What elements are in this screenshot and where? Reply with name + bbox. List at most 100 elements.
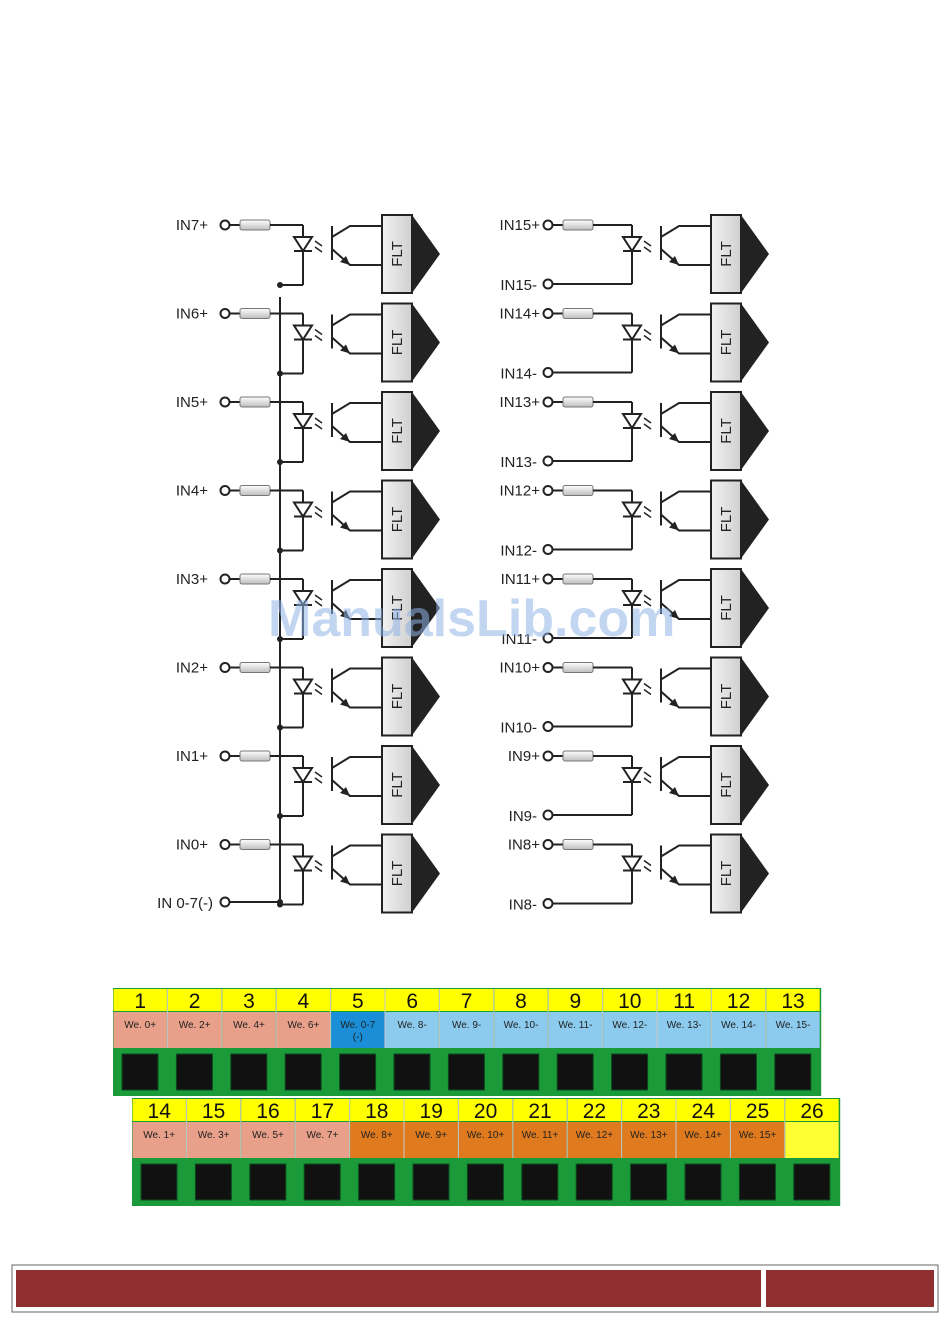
input-minus-label: IN14- bbox=[500, 366, 537, 383]
input-plus-label: IN10+ bbox=[500, 660, 541, 677]
transistor-emitter bbox=[660, 867, 711, 886]
terminal-node bbox=[542, 721, 554, 732]
terminal-strips: 1We. 0+2We. 2+3We. 4+4We. 6+5We. 0-7(-)6… bbox=[113, 988, 841, 1206]
input-channel: FLT bbox=[292, 391, 440, 471]
terminal-label-cell bbox=[766, 1012, 820, 1048]
terminal-screw-hole bbox=[556, 1053, 594, 1091]
input-channel: FLT bbox=[292, 479, 440, 560]
terminal-screw-hole bbox=[194, 1163, 232, 1201]
emitter-arrow-icon bbox=[669, 787, 679, 796]
terminal-screw-hole bbox=[611, 1053, 649, 1091]
emitter-arrow-icon bbox=[669, 521, 679, 531]
input-minus-label: IN12- bbox=[500, 543, 537, 560]
terminal-label-cell bbox=[276, 1012, 331, 1048]
input-minus-label: IN13- bbox=[500, 454, 537, 471]
emitter-arrow-icon bbox=[669, 433, 679, 442]
led-diode-icon bbox=[292, 413, 314, 430]
input-plus-label: IN9+ bbox=[508, 748, 540, 765]
resistor bbox=[239, 750, 271, 762]
terminal-number-cell bbox=[494, 989, 548, 1011]
right-input-circuits: IN15+IN15-FLTIN14+IN14-FLTIN13+IN13-FLTI… bbox=[500, 214, 769, 914]
flt-box bbox=[710, 745, 742, 825]
output-arrow-icon bbox=[741, 303, 769, 382]
input-label: IN2+ bbox=[176, 660, 208, 677]
terminal-node bbox=[542, 898, 554, 909]
terminal-number-cell bbox=[548, 989, 603, 1011]
input-channel: FLT bbox=[621, 214, 769, 294]
flt-label: FLT bbox=[718, 772, 735, 798]
terminal-number: 21 bbox=[528, 1100, 551, 1123]
transistor-emitter bbox=[331, 779, 382, 797]
transistor-emitter bbox=[660, 779, 711, 797]
terminal-label-cell bbox=[186, 1122, 241, 1158]
terminal-label-cell bbox=[350, 1122, 404, 1158]
footer-bar-main bbox=[16, 1270, 761, 1307]
terminal-node bbox=[219, 308, 231, 319]
terminal-number: 17 bbox=[311, 1100, 334, 1123]
input-minus-label: IN9- bbox=[509, 808, 537, 825]
input-channel: FLT bbox=[621, 302, 769, 383]
terminal-number-cell bbox=[603, 989, 657, 1011]
terminal-label-cell bbox=[785, 1122, 839, 1158]
terminal-screw-hole bbox=[412, 1163, 450, 1201]
terminal-label-cell bbox=[513, 1122, 567, 1158]
resistor bbox=[239, 573, 271, 585]
input-label: IN1+ bbox=[176, 748, 208, 765]
led-diode-icon bbox=[292, 767, 314, 784]
led-diode-icon bbox=[292, 236, 314, 253]
terminal-node bbox=[542, 367, 554, 378]
terminal-label-line: (-) bbox=[353, 1032, 363, 1043]
resistor bbox=[239, 308, 271, 319]
terminal-label: We. 12- bbox=[612, 1020, 647, 1031]
terminal-number: 9 bbox=[570, 990, 582, 1013]
terminal-number: 25 bbox=[746, 1100, 769, 1123]
emitter-arrow-icon bbox=[340, 521, 350, 531]
terminal-number: 24 bbox=[692, 1100, 716, 1123]
led-diode-icon bbox=[621, 236, 643, 253]
terminal-number-cell bbox=[711, 989, 766, 1011]
input-plus-label: IN14+ bbox=[500, 306, 541, 323]
terminal-label: We. 3+ bbox=[198, 1130, 230, 1141]
input-plus-label: IN12+ bbox=[500, 483, 541, 500]
terminal-label: We. 8- bbox=[398, 1020, 427, 1031]
transistor-emitter bbox=[660, 425, 711, 443]
emitter-arrow-icon bbox=[340, 344, 350, 354]
transistor-collector bbox=[660, 756, 711, 769]
terminal-node bbox=[542, 219, 554, 231]
terminal-label: We. 13- bbox=[667, 1020, 702, 1031]
terminal-number: 18 bbox=[365, 1100, 388, 1123]
flt-box bbox=[381, 391, 413, 471]
led-diode-icon bbox=[292, 678, 314, 696]
flt-label: FLT bbox=[389, 772, 406, 798]
input-channel: FLT bbox=[621, 391, 769, 471]
terminal-label: We. 11+ bbox=[522, 1130, 559, 1141]
terminal-number-cell bbox=[730, 1099, 785, 1121]
terminal-node bbox=[542, 809, 554, 821]
light-arrow-icon bbox=[643, 328, 652, 342]
light-arrow-icon bbox=[314, 240, 323, 253]
terminal-label-line: We. 0-7 bbox=[340, 1020, 375, 1031]
terminal-screw-hole bbox=[521, 1163, 559, 1201]
terminal-screw-hole bbox=[502, 1053, 540, 1091]
terminal-screw-hole bbox=[140, 1163, 178, 1201]
light-arrow-icon bbox=[643, 505, 652, 519]
terminal-number-cell bbox=[385, 989, 439, 1011]
terminal-node bbox=[542, 455, 554, 467]
terminal-number: 22 bbox=[583, 1100, 606, 1123]
terminal-label: We. 0+ bbox=[124, 1020, 156, 1031]
flt-label: FLT bbox=[718, 861, 735, 887]
input-channel: FLT bbox=[621, 568, 769, 648]
light-arrow-icon bbox=[643, 417, 652, 430]
terminal-screw-hole bbox=[665, 1053, 703, 1091]
terminal-screw-hole bbox=[630, 1163, 668, 1201]
terminal-number: 5 bbox=[352, 990, 364, 1013]
terminal-number: 15 bbox=[202, 1100, 225, 1123]
terminal-screw-hole bbox=[175, 1053, 213, 1091]
flt-label: FLT bbox=[718, 241, 735, 267]
terminal-number: 14 bbox=[148, 1100, 172, 1123]
output-arrow-icon bbox=[412, 834, 440, 913]
terminal-label-cell bbox=[730, 1122, 785, 1158]
common-label: IN 0-7(-) bbox=[157, 895, 213, 912]
terminal-screw-hole bbox=[719, 1053, 757, 1091]
